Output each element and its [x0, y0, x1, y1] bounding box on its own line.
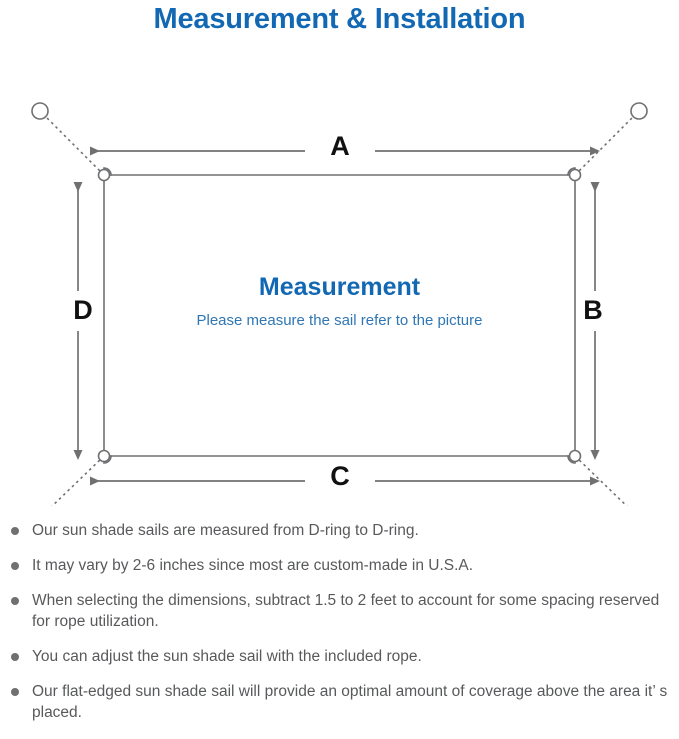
- dimension-label-d: D: [73, 295, 93, 325]
- diagram-center-heading: Measurement: [258, 273, 421, 301]
- notes-list: Our sun shade sails are measured from D-…: [0, 520, 679, 737]
- d-ring-icon: [97, 167, 582, 464]
- note-item: It may vary by 2-6 inches since most are…: [0, 555, 679, 576]
- dimension-label-a: A: [330, 131, 350, 161]
- sail-diagram-svg: [31, 102, 648, 506]
- note-text: When selecting the dimensions, subtract …: [32, 592, 660, 630]
- diagram-center-subtext: Please measure the sail refer to the pic…: [196, 312, 483, 329]
- note-item: Our sun shade sails are measured from D-…: [0, 520, 679, 541]
- note-text: Our flat-edged sun shade sail will provi…: [32, 683, 668, 721]
- note-text: Our sun shade sails are measured from D-…: [32, 522, 419, 539]
- dimension-label-c: C: [330, 461, 350, 491]
- bullet-icon: [11, 653, 19, 661]
- bullet-icon: [11, 597, 19, 605]
- rope-dotted-line: [44, 115, 635, 506]
- note-item: When selecting the dimensions, subtract …: [0, 590, 679, 632]
- note-text: It may vary by 2-6 inches since most are…: [32, 557, 474, 574]
- bullet-icon: [11, 527, 19, 535]
- sail-body: [103, 174, 576, 457]
- anchor-ring-icon: [31, 102, 648, 120]
- bullet-icon: [11, 562, 19, 570]
- note-item: You can adjust the sun shade sail with t…: [0, 646, 679, 667]
- note-item: Our flat-edged sun shade sail will provi…: [0, 681, 679, 723]
- page-title: Measurement & Installation: [153, 3, 526, 35]
- dimension-label-b: B: [583, 295, 603, 325]
- note-text: You can adjust the sun shade sail with t…: [32, 648, 422, 665]
- measurement-diagram: A B C D Measurement Please measure the s…: [0, 36, 679, 506]
- bullet-icon: [11, 688, 19, 696]
